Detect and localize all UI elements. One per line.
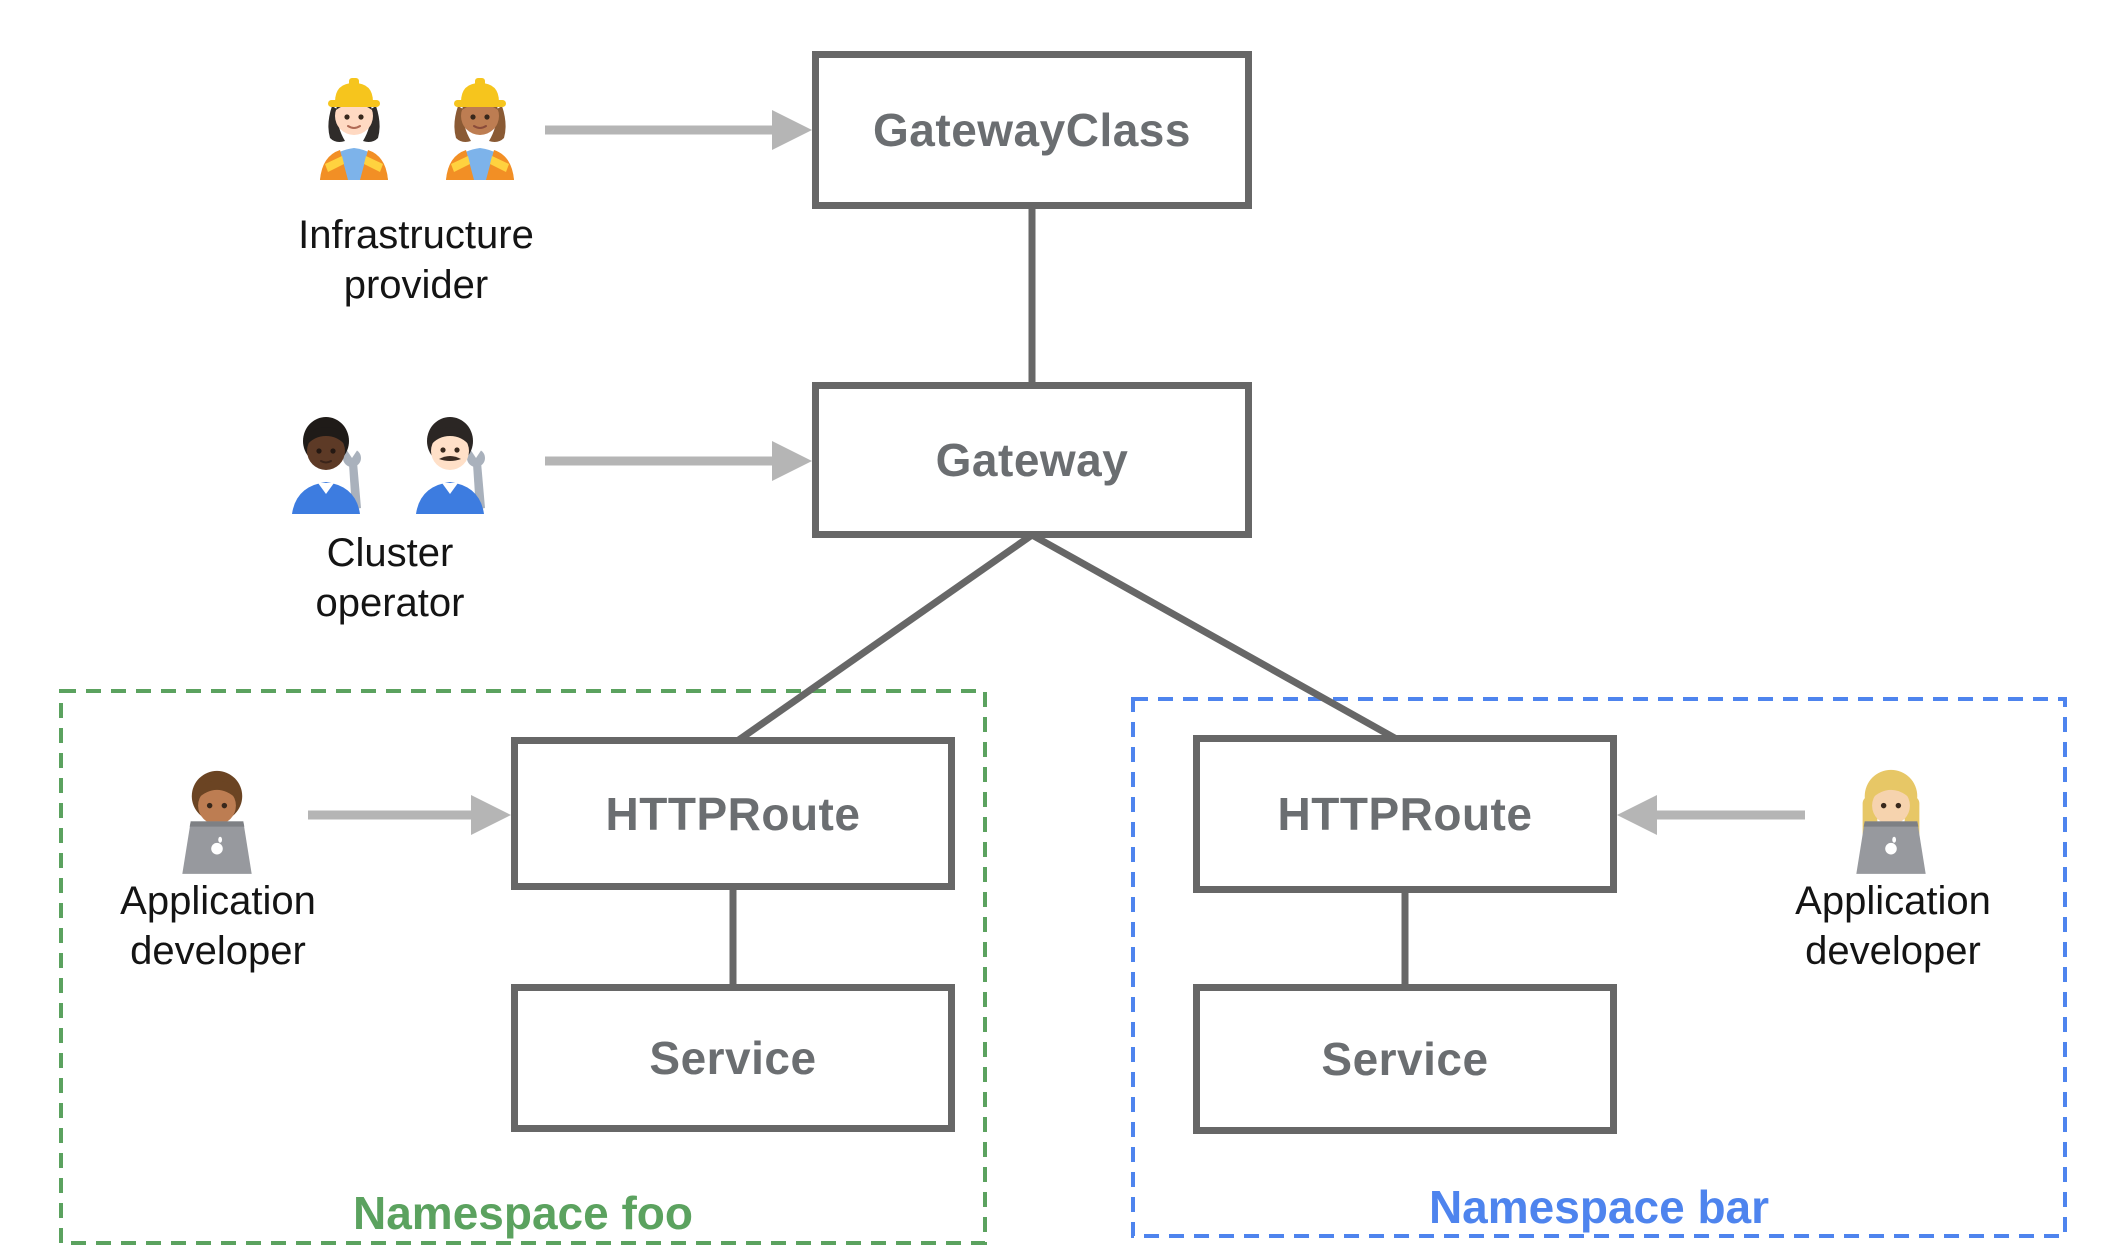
node-service-foo-label: Service [649, 1032, 817, 1084]
node-httproute-bar: HTTPRoute [1193, 735, 1617, 893]
node-gatewayclass-label: GatewayClass [873, 104, 1191, 156]
node-gateway: Gateway [812, 382, 1252, 538]
namespace-foo-label: Namespace foo [352, 1187, 693, 1239]
app-developer-foo-figure [164, 752, 270, 876]
man-technologist-icon [182, 770, 252, 874]
node-httproute-foo: HTTPRoute [511, 737, 955, 890]
node-service-bar-label: Service [1321, 1033, 1489, 1085]
cluster-operator-label: Cluster operator [315, 531, 465, 625]
arrow-infrastructure-provider-to-gatewayclass [545, 110, 812, 150]
node-gatewayclass: GatewayClass [812, 51, 1252, 209]
edge-gateway-httproute-foo [730, 532, 1035, 747]
woman-construction-worker-medium-icon [446, 78, 514, 180]
infrastructure-provider-label: Infrastructure provider [298, 213, 534, 307]
node-service-foo: Service [511, 984, 955, 1132]
cluster-operator-figures [276, 396, 500, 514]
namespace-bar-label: Namespace bar [1428, 1181, 1770, 1233]
app-developer-bar-figure [1838, 752, 1944, 876]
node-service-bar: Service [1193, 984, 1617, 1134]
mechanic-dark-icon [292, 417, 361, 514]
man-mechanic-light-icon [416, 417, 485, 514]
edge-gateway-httproute-bar [1030, 531, 1402, 745]
node-httproute-foo-label: HTTPRoute [605, 787, 861, 840]
namespace-foo-border [59, 689, 987, 1245]
node-httproute-bar-label: HTTPRoute [1277, 788, 1533, 840]
woman-technologist-icon [1856, 769, 1926, 874]
arrow-app-developer-to-httproute-bar [1617, 795, 1805, 835]
app-developer-bar-label: Application developer [1795, 879, 1991, 973]
woman-construction-worker-light-icon [320, 78, 388, 180]
node-gateway-label: Gateway [935, 434, 1129, 486]
app-developer-foo-label: Application developer [120, 879, 316, 973]
arrow-cluster-operator-to-gateway [545, 441, 812, 481]
arrow-app-developer-to-httproute-foo [308, 795, 511, 835]
namespace-bar-border [1131, 697, 2067, 1238]
infrastructure-provider-figures [304, 62, 530, 180]
